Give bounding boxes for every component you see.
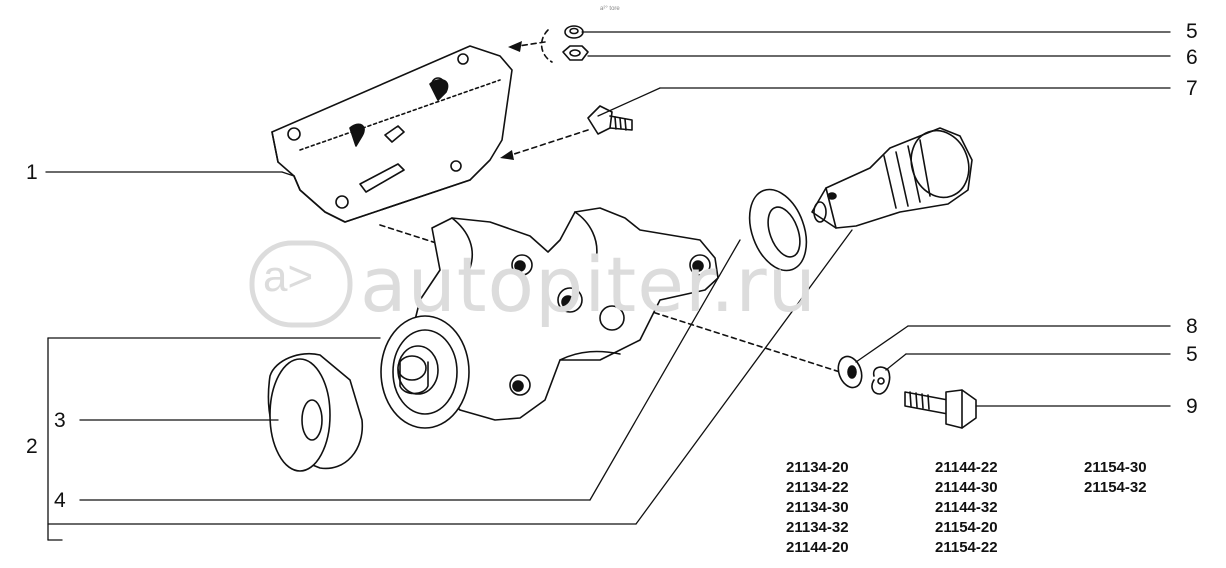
callout-7[interactable]: 7 (1186, 77, 1198, 100)
model-code: 21134-30 (786, 499, 849, 516)
model-code: 21154-20 (935, 519, 998, 536)
model-code: 21154-30 (1084, 459, 1147, 476)
model-code: 21144-32 (935, 499, 998, 516)
callout-5-bottom[interactable]: 5 (1186, 343, 1198, 366)
model-code: 21144-22 (935, 459, 998, 476)
gasket-ring (748, 188, 808, 272)
callout-2[interactable]: 2 (26, 435, 38, 458)
model-code: 21154-22 (935, 539, 998, 556)
bush-disc (267, 352, 364, 472)
watermark-logo-text: a> (263, 252, 314, 301)
nut (562, 45, 589, 61)
model-code: 21134-20 (786, 459, 849, 476)
model-code: 21144-30 (935, 479, 998, 496)
callout-6[interactable]: 6 (1186, 46, 1198, 69)
model-code: 21144-20 (786, 539, 849, 556)
spring-washer (871, 366, 891, 395)
model-code: 21134-32 (786, 519, 849, 536)
watermark-logo-icon (249, 240, 353, 328)
model-code: 21154-32 (1084, 479, 1147, 496)
model-column-3: 21154-30 21154-32 (1084, 458, 1147, 498)
leader-lines (45, 31, 1171, 541)
washer-top (564, 25, 584, 39)
callout-4[interactable]: 4 (54, 489, 66, 512)
bracket-plate (271, 45, 513, 223)
callout-3[interactable]: 3 (54, 409, 66, 432)
model-column-2: 21144-22 21144-30 21144-32 21154-20 2115… (935, 458, 998, 558)
callout-9[interactable]: 9 (1186, 395, 1198, 418)
regulator-body (380, 207, 719, 429)
bolt-large (904, 389, 977, 429)
callout-8[interactable]: 8 (1186, 315, 1198, 338)
header-note: a²° tore (600, 6, 620, 12)
model-code: 21134-22 (786, 479, 849, 496)
callout-1[interactable]: 1 (26, 161, 38, 184)
callout-5-top[interactable]: 5 (1186, 20, 1198, 43)
plug-assembly (811, 127, 973, 229)
watermark-text: autopiter.ru (360, 240, 817, 329)
model-column-1: 21134-20 21134-22 21134-30 21134-32 2114… (786, 458, 849, 558)
washer-8 (837, 355, 863, 389)
